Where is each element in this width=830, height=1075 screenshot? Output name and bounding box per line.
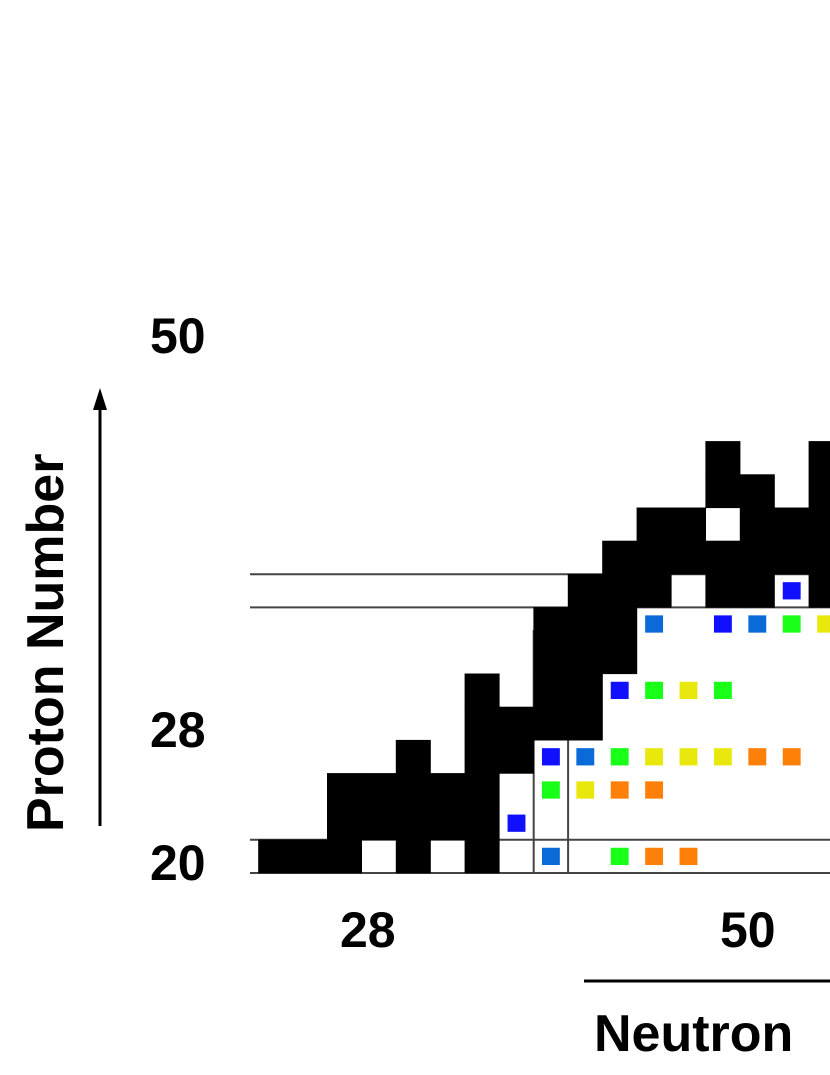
- stable-nuclide-cell: [808, 474, 830, 509]
- stable-nuclide-cell: [567, 573, 603, 608]
- nuclide-cell-c3: [610, 847, 629, 866]
- nuclide-cell-c3: [610, 748, 629, 766]
- stable-nuclide-cell: [636, 540, 672, 575]
- nuclide-cell-c3: [782, 615, 801, 633]
- stable-nuclide-cell: [774, 540, 810, 575]
- stable-nuclide-cell: [327, 806, 362, 841]
- stable-nuclide-cell: [464, 706, 500, 741]
- stable-nuclide-cell: [464, 739, 500, 774]
- stable-nuclide-cell: [395, 839, 431, 874]
- nuclide-cell-c2: [541, 847, 560, 866]
- stable-nuclide-cell: [739, 507, 775, 542]
- nuclide-cell-c5: [610, 781, 629, 799]
- stable-nuclide-cell: [533, 673, 569, 708]
- stable-nuclide-cell: [671, 540, 706, 575]
- stable-nuclide-cell: [636, 507, 672, 542]
- stable-nuclide-cell: [361, 773, 397, 807]
- nuclide-cell-c2: [748, 615, 767, 633]
- nuclide-cell-c1: [541, 748, 560, 766]
- nuclide-cell-c5: [645, 781, 664, 799]
- stable-nuclide-cell: [808, 540, 830, 575]
- nuclide-cell-c2: [645, 615, 664, 633]
- stable-nuclide-cell: [671, 507, 706, 542]
- stable-nuclide-cell: [739, 474, 775, 509]
- stable-nuclide-cell: [533, 640, 569, 675]
- stable-nuclide-cell: [567, 607, 603, 641]
- stable-nuclide-cell: [499, 739, 534, 774]
- nuclide-cell-c1: [507, 814, 526, 832]
- y-axis-arrow-head: [93, 388, 107, 410]
- x-tick-label: 28: [340, 902, 396, 958]
- stable-nuclide-cell: [533, 607, 569, 641]
- nuclide-cell-c4: [576, 781, 595, 799]
- stable-nuclide-cell: [774, 507, 810, 542]
- y-tick-label: 20: [150, 835, 206, 891]
- nuclide-cell-c2: [576, 748, 595, 766]
- stable-nuclide-cell: [292, 839, 328, 874]
- stable-nuclide-cell: [395, 739, 431, 774]
- nuclide-cell-c4: [713, 748, 732, 766]
- nuclide-cell-c4: [679, 748, 698, 766]
- stable-nuclide-cell: [430, 773, 466, 807]
- nuclide-cell-c4: [645, 748, 664, 766]
- stable-nuclide-cell: [395, 773, 431, 807]
- stable-nuclide-cell: [327, 773, 362, 807]
- stable-nuclide-cell: [808, 441, 830, 475]
- nuclide-cell-c5: [645, 847, 664, 866]
- nuclide-cell-c4: [679, 681, 698, 700]
- nuclide-cell-c3: [645, 681, 664, 700]
- stable-nuclide-cell: [464, 806, 500, 841]
- stable-nuclide-cell: [464, 773, 500, 807]
- x-axis-title: Neutron: [594, 1005, 794, 1063]
- stable-nuclide-cell: [808, 507, 830, 542]
- stable-nuclide-cell: [361, 806, 397, 841]
- stable-nuclide-cell: [602, 540, 638, 575]
- nuclide-cell-c1: [782, 582, 801, 600]
- stable-nuclide-cell: [464, 839, 500, 874]
- stable-nuclide-cell: [258, 839, 294, 874]
- stable-nuclide-cell: [602, 607, 638, 641]
- stable-nuclide-cell: [395, 806, 431, 841]
- y-tick-label: 28: [150, 702, 206, 758]
- stable-nuclide-cell: [464, 673, 500, 708]
- stable-nuclide-cell: [808, 573, 830, 608]
- nuclide-cell-c5: [748, 748, 767, 766]
- stable-nuclide-cell: [567, 673, 603, 708]
- nuclide-cell-c5: [782, 748, 801, 766]
- stable-nuclide-cell: [705, 474, 741, 509]
- stable-nuclide-cell: [533, 706, 569, 741]
- x-tick-label: 50: [720, 902, 776, 958]
- stable-nuclide-cell: [567, 706, 603, 741]
- stable-nuclide-cell: [739, 573, 775, 608]
- nuclide-cell-c3: [713, 681, 732, 700]
- nuclide-cell-c5: [679, 847, 698, 866]
- nuclide-cell-c3: [541, 781, 560, 799]
- stable-nuclide-cell: [739, 540, 775, 575]
- y-tick-label: 50: [150, 308, 206, 364]
- stable-nuclide-cell: [327, 839, 362, 874]
- stable-nuclide-cell: [705, 573, 741, 608]
- stable-nuclide-cell: [567, 640, 603, 675]
- stable-nuclide-cell: [705, 540, 741, 575]
- nuclide-cell-c4: [817, 615, 830, 633]
- stable-nuclide-cell: [430, 806, 466, 841]
- stable-nuclide-cell: [636, 573, 672, 608]
- stable-nuclide-cell: [602, 573, 638, 608]
- stable-nuclide-cell: [499, 706, 534, 741]
- stable-nuclide-cell: [705, 441, 741, 475]
- stable-nuclide-cell: [602, 640, 638, 675]
- nuclide-cell-c1: [610, 681, 629, 700]
- nuclide-cell-c1: [713, 615, 732, 633]
- y-axis-title: Proton Number: [17, 453, 75, 832]
